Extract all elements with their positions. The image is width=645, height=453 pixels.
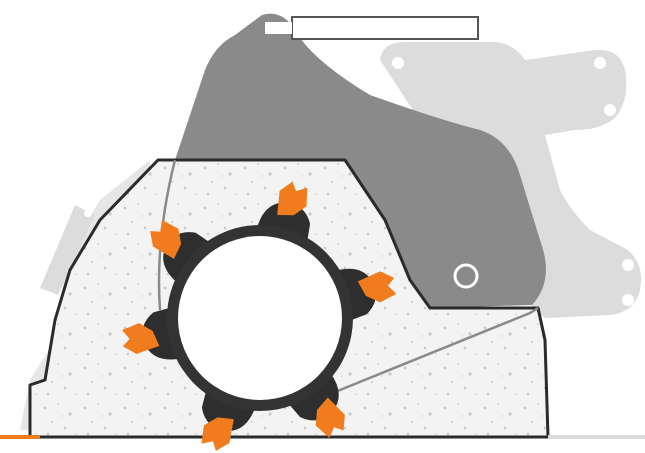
- mount-hole-icon: [594, 57, 606, 69]
- mount-hole-icon: [622, 294, 634, 306]
- top-piston: [265, 17, 478, 39]
- piston-clevis: [265, 22, 292, 34]
- rotor-bore: [178, 236, 342, 400]
- piston-rod: [292, 17, 478, 39]
- mount-hole-icon: [392, 57, 404, 69]
- mount-hole-icon: [604, 104, 616, 116]
- mount-hole-icon: [622, 259, 634, 271]
- pivot-hole-icon: [84, 209, 92, 217]
